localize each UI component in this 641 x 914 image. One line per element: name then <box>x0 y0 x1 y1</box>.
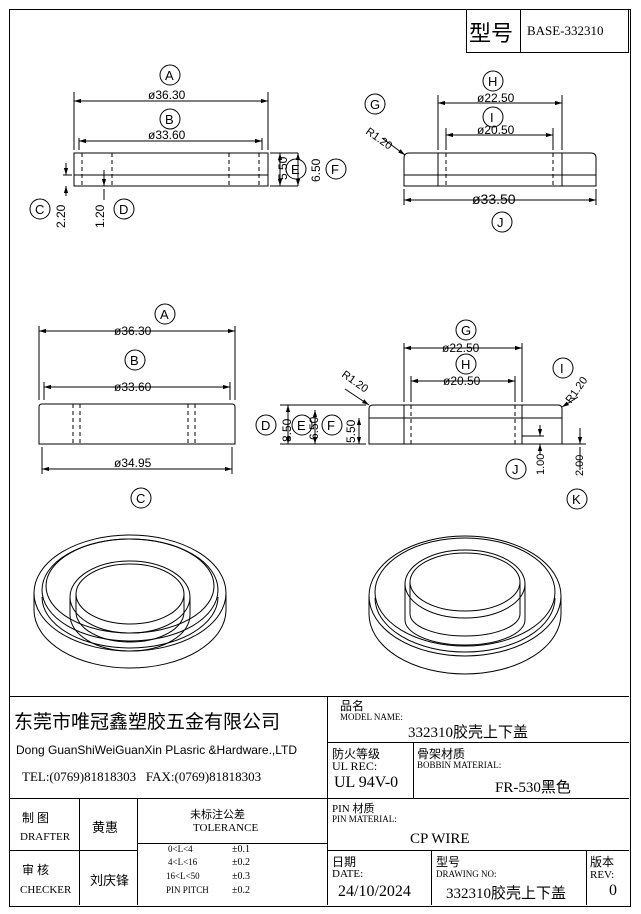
drawing-3-side-view <box>38 303 236 509</box>
pin-material-value: CP WIRE <box>410 831 470 847</box>
drawing-4-side-view <box>255 319 588 510</box>
d4-callout-i: I <box>560 361 564 376</box>
d4-dim-h: ø20.50 <box>443 374 481 388</box>
tolerance-label-cn: 未标注公差 <box>190 809 245 821</box>
d3-dim-a: ø36.30 <box>114 324 152 338</box>
ul-rating-cn: 防火等级 <box>332 747 381 761</box>
tolerance-range: PIN PITCH <box>166 885 209 895</box>
d2-callout-g: G <box>370 97 380 112</box>
drawing-frame <box>9 9 631 907</box>
checker-label-cn: 审 核 <box>22 863 50 877</box>
d4-dim-j: 1.00 <box>535 454 547 475</box>
d3-dim-b: ø33.60 <box>114 380 152 394</box>
pin-material-en: PIN MATERIAL: <box>332 814 397 824</box>
d2-callout-i: I <box>490 110 494 125</box>
d4-dim-k: 2.00 <box>574 455 586 476</box>
d1-dim-c: 2.20 <box>54 204 68 228</box>
drawing-2-side-view <box>364 70 597 233</box>
drafter-name: 黄惠 <box>92 820 119 835</box>
checker-label-en: CHECKER <box>20 884 72 896</box>
ul-rating-value: UL 94V-0 <box>334 774 399 791</box>
d3-callout-a: A <box>160 307 169 322</box>
d4-dim-r2: R1.20 <box>564 375 591 406</box>
drafter-label-en: DRAFTER <box>20 831 71 843</box>
d1-callout-c: C <box>35 202 44 217</box>
drawing-no-value: 332310胶壳上下盖 <box>446 886 567 902</box>
tolerance-value: ±0.2 <box>232 885 250 896</box>
tolerance-label-en: TOLERANCE <box>193 822 259 834</box>
tolerance-range: 4<L<16 <box>168 857 198 867</box>
d1-callout-a: A <box>165 68 174 83</box>
company-name-cn: 东莞市唯冠鑫塑胶五金有限公司 <box>14 712 281 733</box>
bobbin-material-en: BOBBIN MATERIAL: <box>417 760 502 770</box>
d1-dim-a: ø36.30 <box>148 88 186 102</box>
bobbin-material-value: FR-530黑色 <box>495 780 571 796</box>
d1-callout-f: F <box>331 162 339 177</box>
d4-callout-k: K <box>572 492 581 507</box>
drafter-label-cn: 制 图 <box>22 811 50 825</box>
date-label-en: DATE: <box>332 868 364 880</box>
drawing-1-side-view <box>29 64 347 220</box>
d4-dim-g: ø22.50 <box>442 341 480 355</box>
tolerance-value: ±0.2 <box>232 857 250 868</box>
d1-dim-d: 1.20 <box>93 204 107 228</box>
d2-dim-h: ø22.50 <box>477 91 515 105</box>
d4-callout-e: E <box>297 418 306 433</box>
model-name-value: 332310胶壳上下盖 <box>408 725 529 741</box>
d4-dim-d: 8.50 <box>280 418 294 442</box>
header-model-box <box>466 9 629 53</box>
drawing-no-label-en: DRAWING NO: <box>436 869 497 879</box>
date-label-cn: 日期 <box>332 855 357 869</box>
d1-dim-e: 5.50 <box>276 156 290 180</box>
d4-dim-e: 6.50 <box>307 416 321 440</box>
header-type-label: 型号 <box>469 21 514 46</box>
tolerance-range: 0<L<4 <box>168 844 193 854</box>
3d-view-right <box>368 535 562 675</box>
d2-callout-h: H <box>488 74 497 89</box>
tolerance-range: 16<L<50 <box>166 871 200 881</box>
d4-callout-d: D <box>261 418 270 433</box>
rev-label-en: REV: <box>590 869 615 881</box>
d4-callout-g: G <box>461 323 471 338</box>
model-name-en: MODEL NAME: <box>340 712 403 722</box>
company-contact: TEL:(0769)81818303 FAX:(0769)81818303 <box>22 769 262 784</box>
d2-dim-i: ø20.50 <box>477 123 515 137</box>
d1-callout-e: E <box>291 162 300 177</box>
tolerance-value: ±0.3 <box>232 871 250 882</box>
3d-view-left <box>33 534 227 669</box>
d2-dim-r: R1.20 <box>363 126 394 153</box>
d4-callout-h: H <box>461 357 470 372</box>
d4-callout-j: J <box>512 462 519 477</box>
d1-dim-f: 6.50 <box>309 158 323 182</box>
company-name-en: Dong GuanShiWeiGuanXin PLasric &Hardware… <box>16 743 298 757</box>
header-model-code: BASE-332310 <box>527 23 604 38</box>
ul-rating-en: UL REC: <box>332 759 378 773</box>
checker-name: 刘庆锋 <box>90 873 130 888</box>
tolerance-value: ±0.1 <box>232 844 250 855</box>
rev-label-cn: 版本 <box>590 855 615 869</box>
d2-callout-j: J <box>497 215 504 230</box>
rev-value: 0 <box>609 882 617 899</box>
d3-callout-b: B <box>130 353 139 368</box>
technical-drawing: ø36.30 ø33.60 A B C D E F 2.20 1.20 5.50… <box>29 64 597 675</box>
d4-callout-f: F <box>327 418 335 433</box>
d4-dim-f: 5.50 <box>344 419 358 443</box>
d3-callout-c: C <box>136 491 145 506</box>
d2-dim-j: ø33.50 <box>472 191 516 207</box>
model-name-cn: 品名 <box>340 699 365 713</box>
d4-dim-r1: R1.20 <box>339 369 370 396</box>
d1-dim-b: ø33.60 <box>148 128 186 142</box>
bobbin-material-cn: 骨架材质 <box>417 747 466 761</box>
pin-material-cn: PIN 材质 <box>332 803 375 815</box>
drawing-no-label-cn: 型号 <box>436 855 461 869</box>
date-value: 24/10/2024 <box>338 883 411 900</box>
d1-callout-b: B <box>165 112 174 127</box>
d3-dim-c: ø34.95 <box>114 456 152 470</box>
d1-callout-d: D <box>119 202 128 217</box>
